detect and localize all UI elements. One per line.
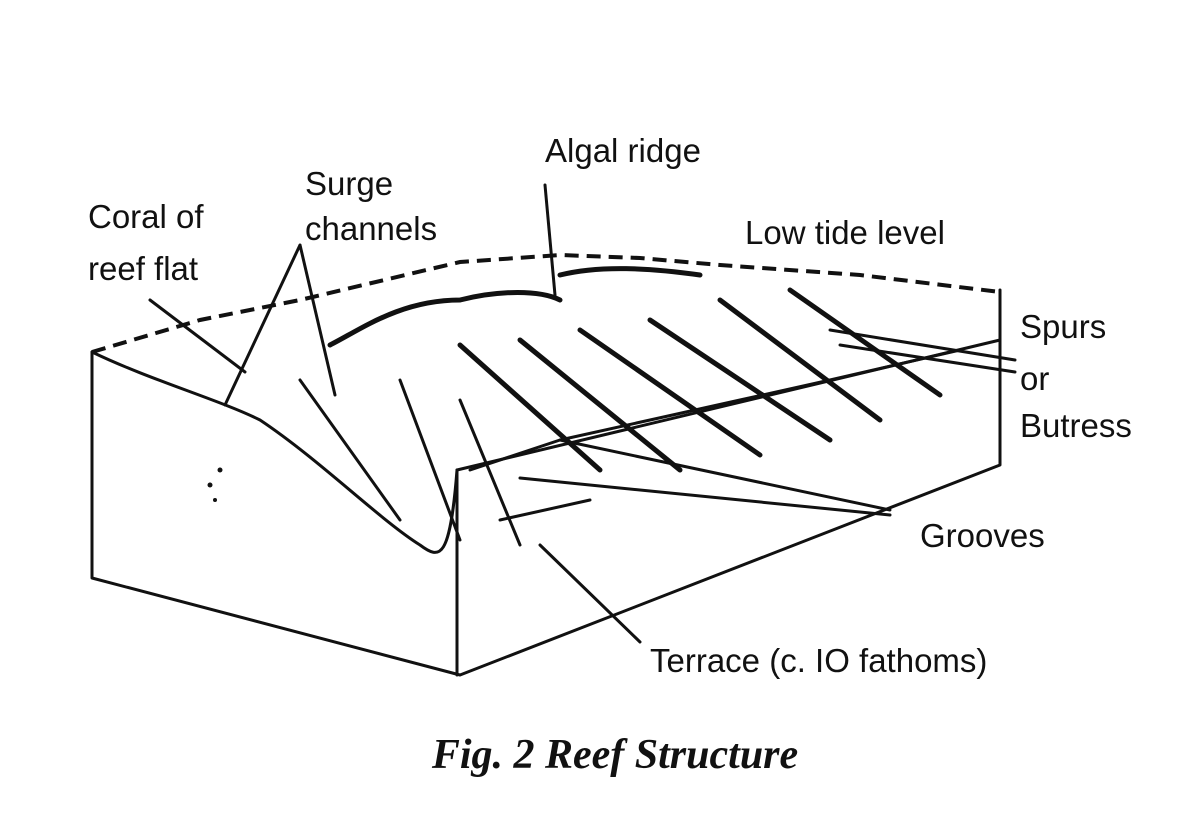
label-terrace: Terrace (c. IO fathoms): [650, 642, 987, 679]
label-grooves: Grooves: [920, 517, 1045, 554]
label-surge-channels-line1: Surge: [305, 165, 393, 202]
leader-lines: [148, 183, 1017, 644]
label-spurs-line3: Butress: [1020, 407, 1132, 444]
label-spurs-line2: or: [1020, 360, 1049, 397]
block-outline: [90, 252, 1002, 677]
label-low-tide-level: Low tide level: [745, 214, 945, 251]
label-coral-line1: Coral of: [88, 198, 204, 235]
reef-surface: [207, 266, 962, 547]
label-surge-channels-line2: channels: [305, 210, 437, 247]
label-coral-line2: reef flat: [88, 250, 198, 287]
label-spurs-line1: Spurs: [1020, 308, 1106, 345]
label-algal-ridge: Algal ridge: [545, 132, 701, 169]
figure-caption: Fig. 2 Reef Structure: [431, 732, 798, 778]
